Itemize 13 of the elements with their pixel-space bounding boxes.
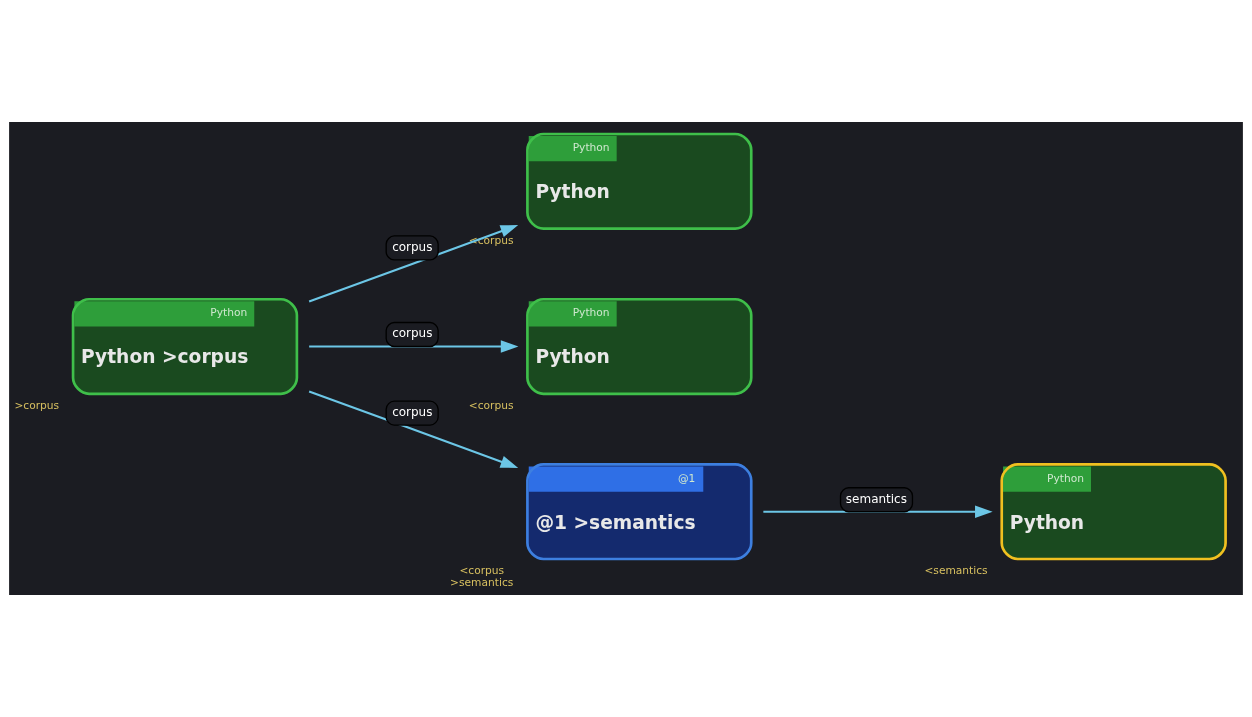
- edge-label: semantics: [845, 491, 907, 506]
- edge-label: corpus: [392, 239, 433, 254]
- arrow: [308, 225, 519, 303]
- node-label: <corpus: [459, 564, 505, 578]
- edge-label: corpus: [392, 405, 433, 420]
- node-label: >semantics: [450, 576, 514, 590]
- arrow: [308, 390, 519, 468]
- node-label: >corpus: [14, 399, 60, 412]
- edge-label: corpus: [392, 326, 433, 341]
- node-label: <corpus: [468, 399, 514, 412]
- arrow: [309, 340, 519, 353]
- arrow: [763, 505, 993, 518]
- node-label: <semantics: [924, 564, 988, 578]
